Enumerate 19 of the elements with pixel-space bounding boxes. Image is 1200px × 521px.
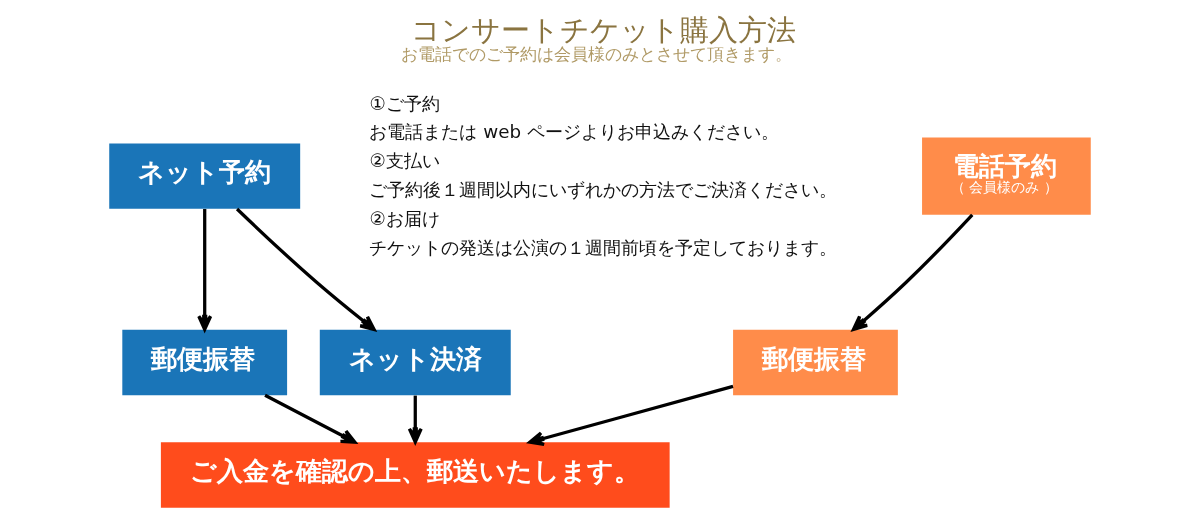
label: チケットの発送は公演の１週間前頃を予定しております。	[369, 236, 838, 258]
caption: お電話でのご予約は会員様のみとさせて頂きます。	[401, 43, 793, 64]
label: お電話または web ページよりお申込みください。	[369, 121, 779, 143]
node-box: 郵便振替	[122, 329, 288, 396]
node-box: ご入金を確認の上、郵送いたします。	[160, 442, 670, 508]
label: ②支払い	[369, 150, 440, 172]
node-box: 電話予約 （ 会員様のみ ）	[922, 137, 1091, 215]
label: ①ご予約	[369, 92, 440, 114]
node-box: ネット予約	[109, 143, 301, 209]
arrow	[851, 213, 974, 332]
node-box: ネット決済	[319, 329, 511, 396]
node-box: 郵便振替	[733, 329, 898, 396]
arrow	[528, 384, 734, 447]
label: ②お届け	[369, 207, 440, 229]
label: ご予約後１週間以内にいずれかの方法でご決済ください。	[369, 179, 838, 201]
arrow	[407, 395, 423, 444]
arrow	[197, 209, 213, 332]
arrow	[264, 393, 357, 444]
arrow	[235, 207, 376, 332]
